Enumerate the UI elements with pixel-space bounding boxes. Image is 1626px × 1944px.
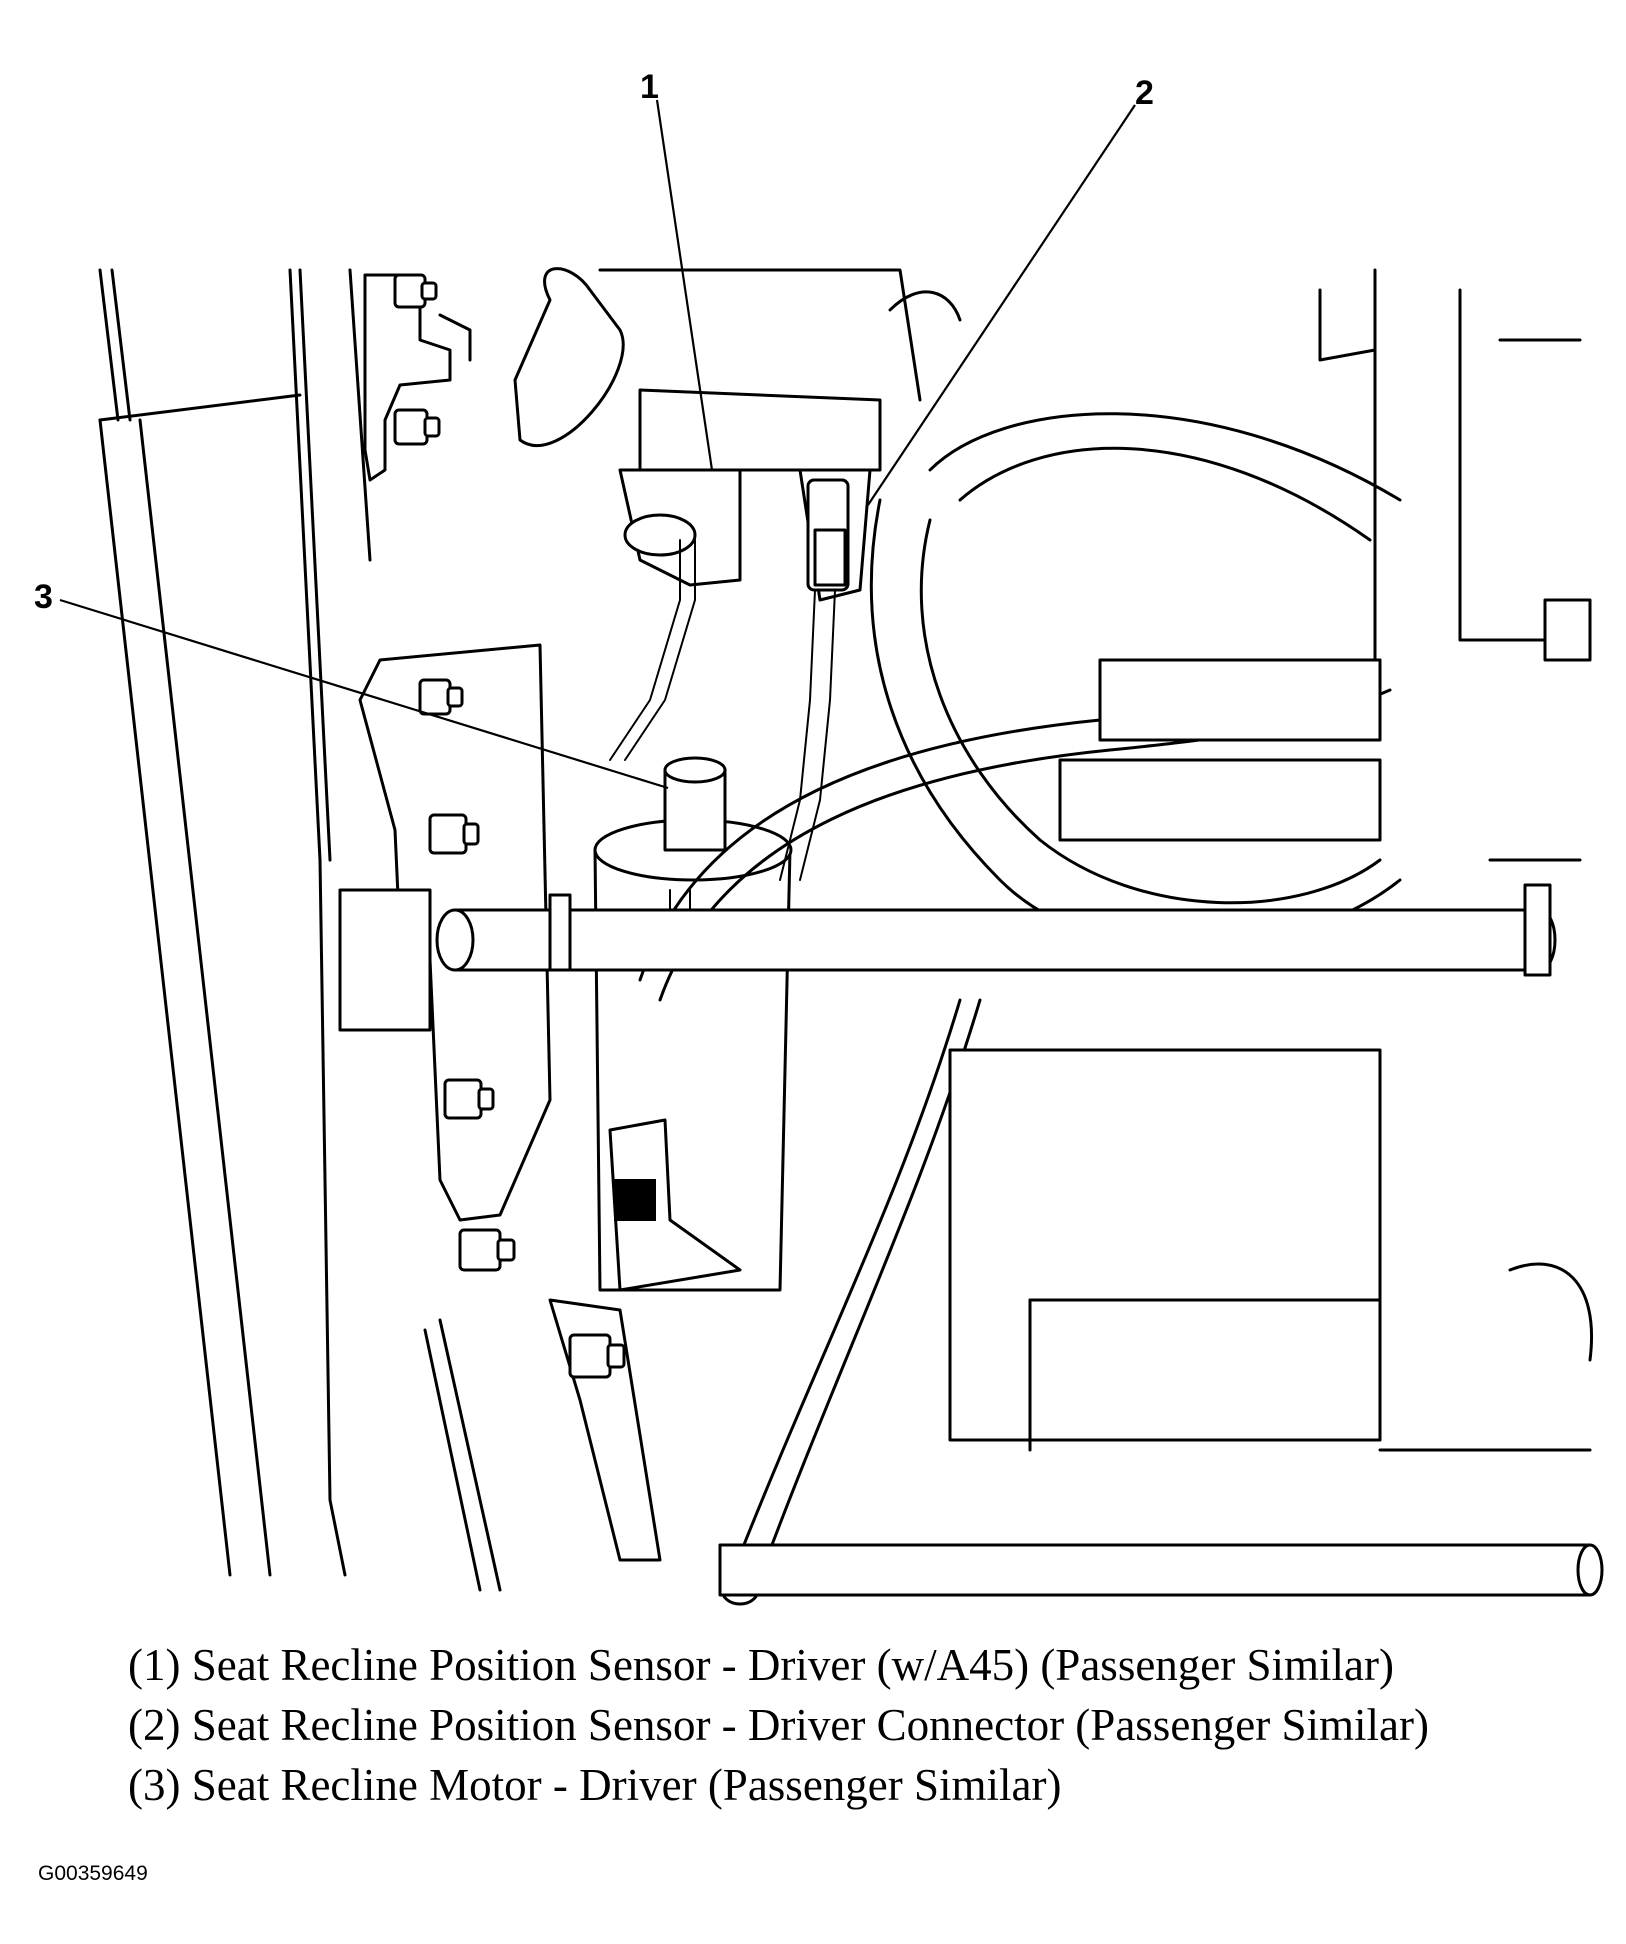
bolt-icon <box>458 1228 516 1272</box>
callout-1: 1 <box>640 68 659 106</box>
legend-item: (1) Seat Recline Position Sensor - Drive… <box>128 1640 1394 1690</box>
legend-item: (3) Seat Recline Motor - Driver (Passeng… <box>128 1760 1062 1810</box>
bolt-icon <box>428 813 480 855</box>
figure-id: G00359649 <box>38 1862 148 1885</box>
lower-bolt-bracket <box>423 1298 662 1592</box>
lower-tube <box>718 1543 1604 1597</box>
callout-2: 2 <box>1135 74 1154 112</box>
cross-tube <box>435 883 1557 977</box>
callout-3: 3 <box>34 578 53 616</box>
diagram-legend: (1) Seat Recline Position Sensor - Drive… <box>128 1635 1429 1815</box>
seat-frame-rails <box>98 268 372 1577</box>
hand-outline <box>513 267 962 448</box>
bolt-icon <box>568 1333 626 1379</box>
position-sensor-connector <box>779 478 850 881</box>
bolt-icon <box>418 678 464 716</box>
bolt-icon <box>393 408 441 446</box>
upper-bolt-bracket <box>363 273 472 482</box>
right-side-structure <box>948 268 1593 1452</box>
seat-recline-motor <box>593 756 793 1292</box>
bolt-icon <box>393 273 438 309</box>
bolt-icon <box>443 1078 495 1120</box>
legend-item: (2) Seat Recline Position Sensor - Drive… <box>128 1700 1429 1750</box>
callout-leaders <box>59 99 1136 790</box>
